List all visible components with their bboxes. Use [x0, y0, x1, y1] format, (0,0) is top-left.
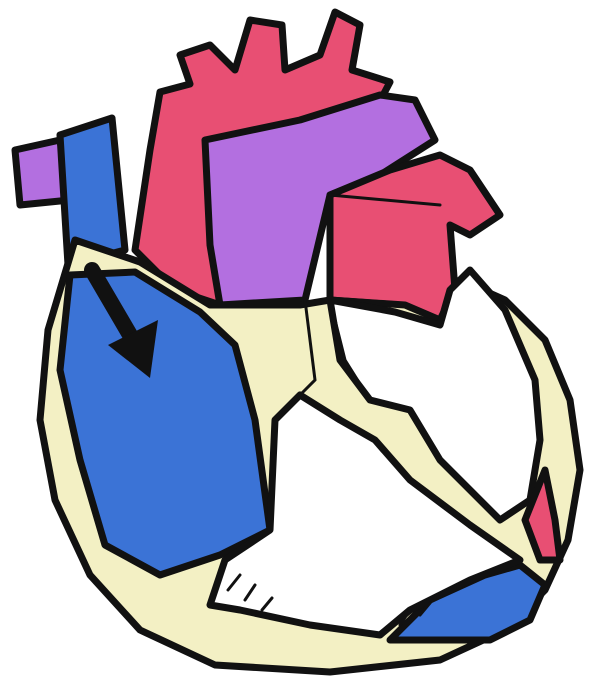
heart-diagram [0, 0, 600, 685]
heart-illustration [0, 0, 600, 685]
